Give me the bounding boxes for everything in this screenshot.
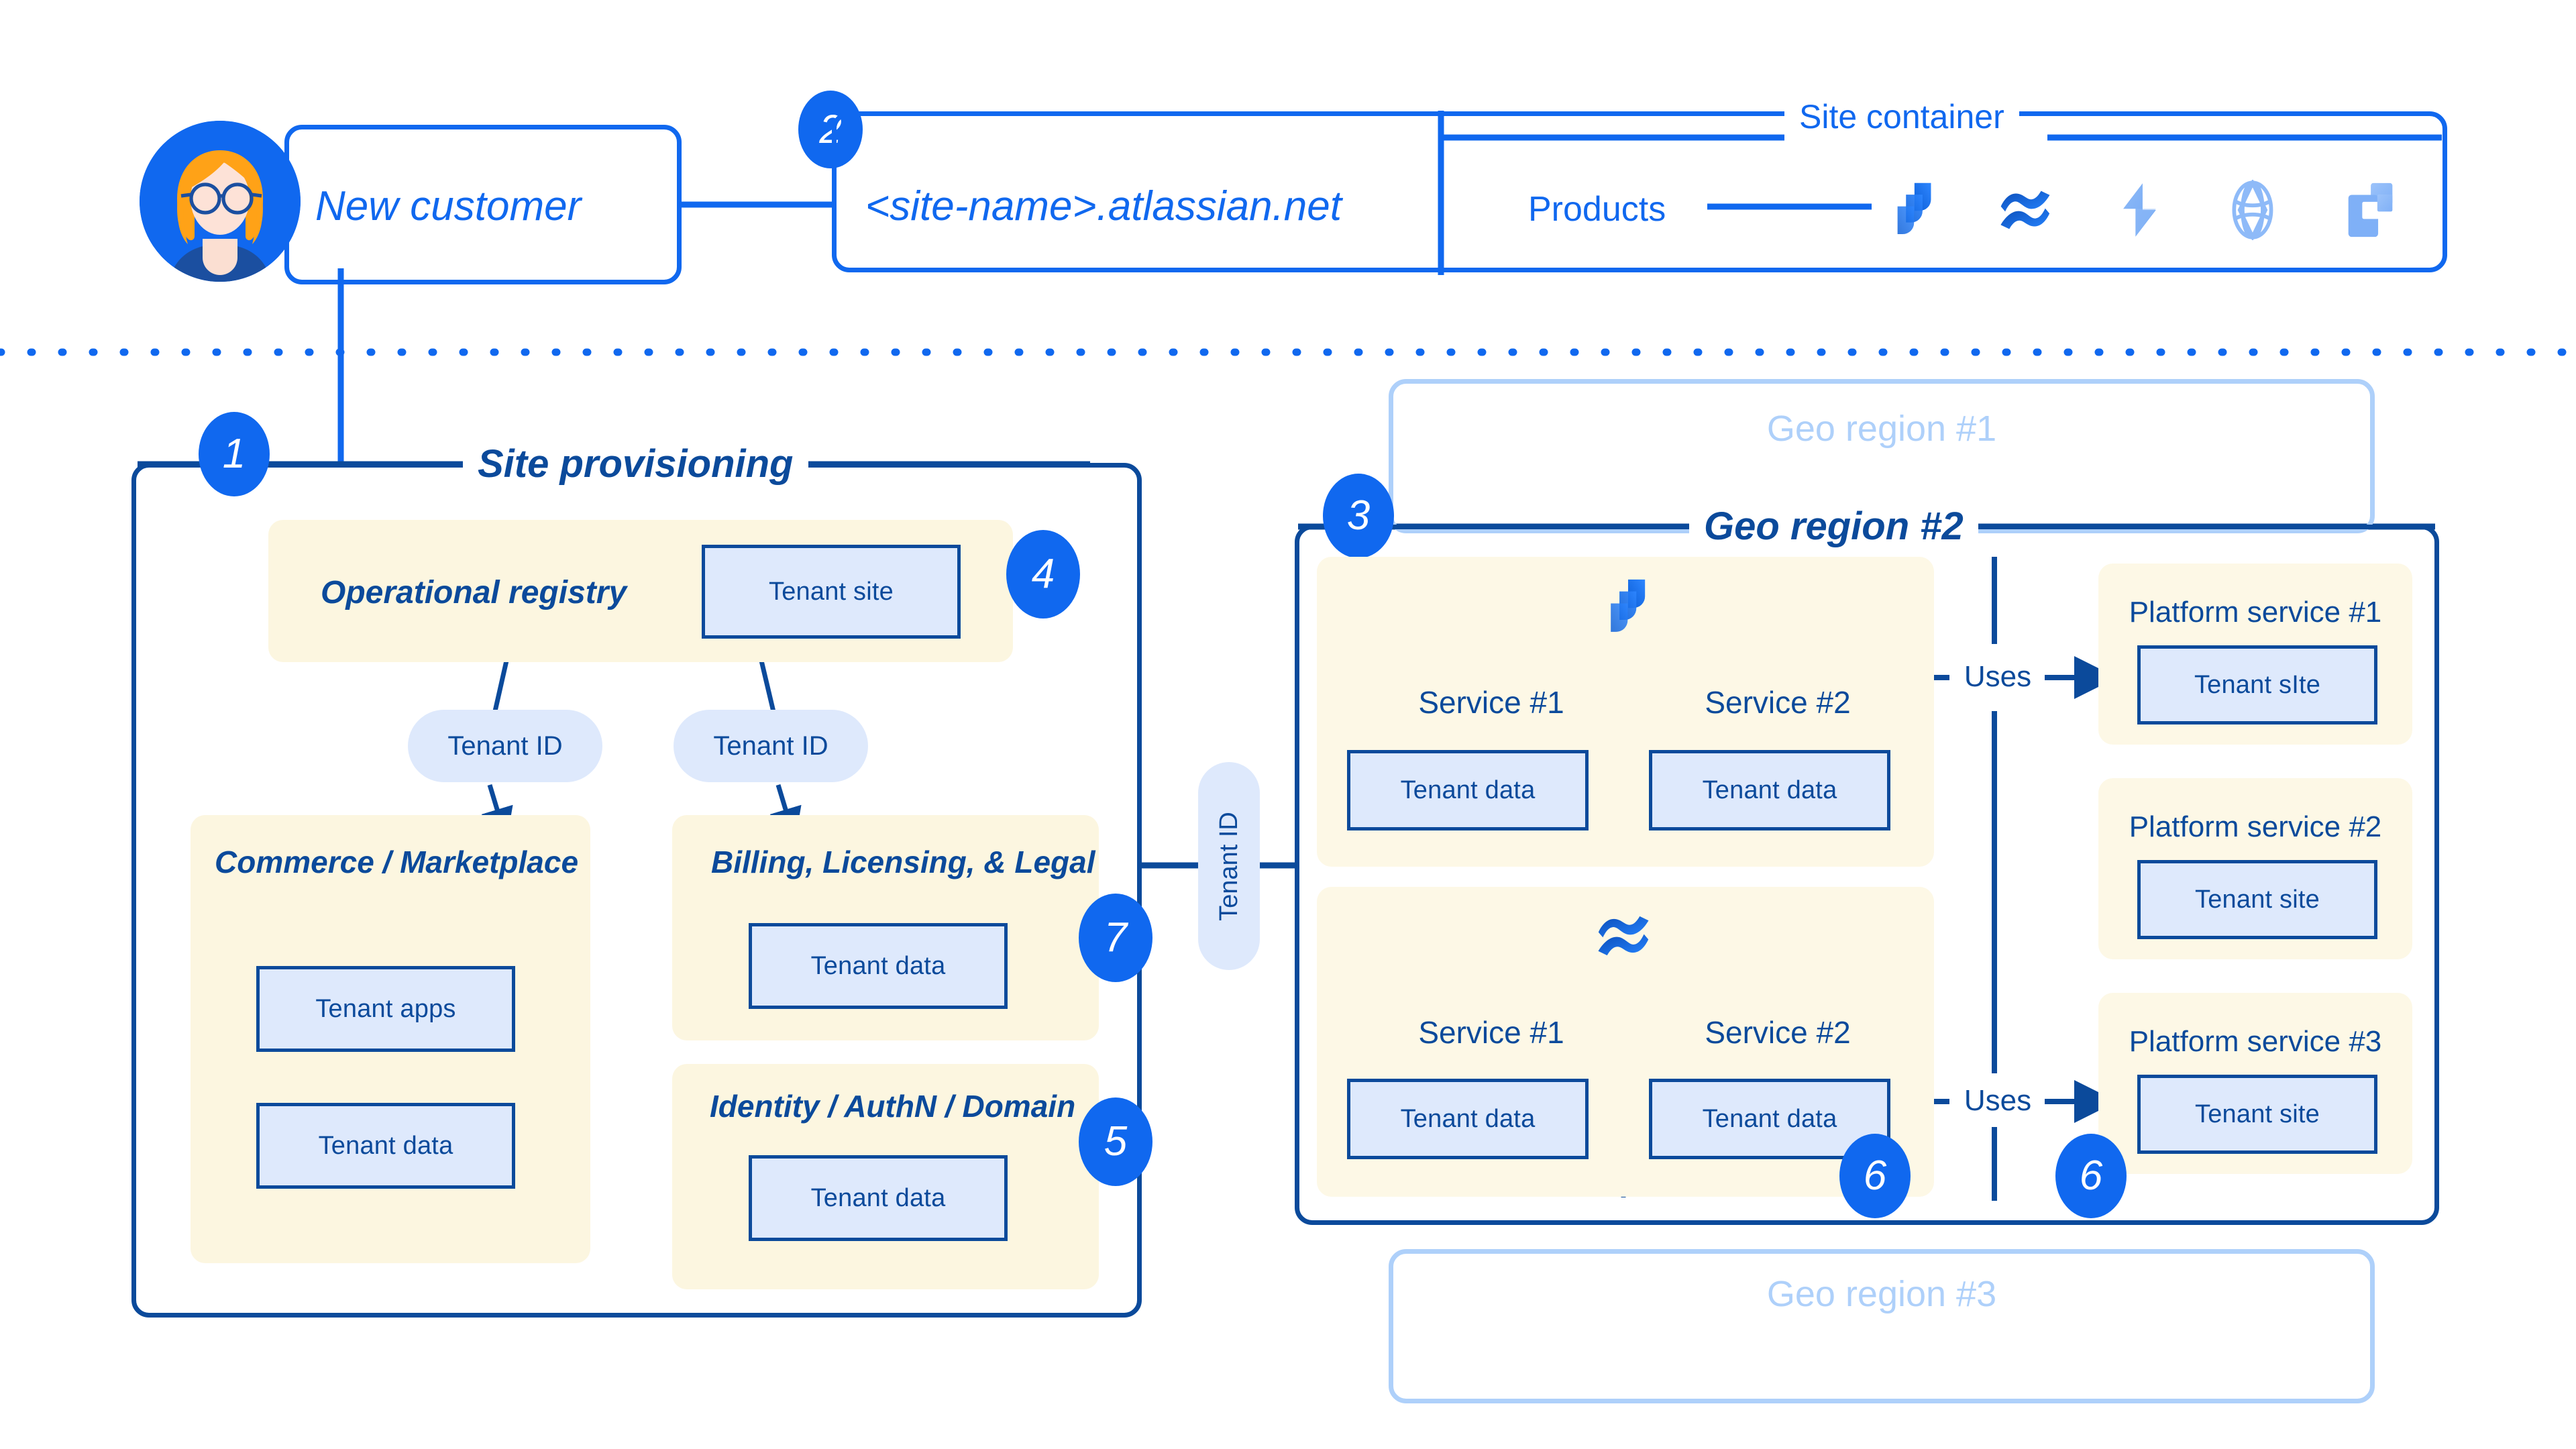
confluence-service-1-tenant-data-box[interactable]: Tenant data (1347, 1079, 1589, 1159)
step-badge-1: 1 (199, 412, 270, 496)
platform-service-3-label: Platform service #3 (2129, 1025, 2382, 1058)
geo-region-3-title: Geo region #3 (1766, 1274, 1997, 1314)
platform-service-2-box[interactable]: Tenant site (2137, 860, 2377, 939)
new-customer-label: New customer (315, 183, 582, 229)
site-container-title: Site container (1784, 100, 2019, 133)
new-customer-box[interactable] (284, 125, 682, 284)
step-badge-6-left: 6 (1839, 1134, 1911, 1218)
product-icon-row (1885, 173, 2395, 247)
billing-tenant-data-box[interactable]: Tenant data (749, 923, 1008, 1009)
geo-region-1-title: Geo region #1 (1766, 409, 1997, 449)
platform-service-2-label: Platform service #2 (2129, 810, 2382, 843)
site-container-box[interactable] (832, 111, 2447, 272)
jira-service-management-icon[interactable] (2117, 181, 2161, 239)
operational-registry-tenant-site-box[interactable]: Tenant site (702, 545, 961, 639)
trello-squares-icon[interactable] (2344, 180, 2395, 239)
jira-service-1-tenant-data-box[interactable]: Tenant data (1347, 750, 1589, 830)
operational-registry-label: Operational registry (321, 575, 627, 610)
billing-licensing-legal-label: Billing, Licensing, & Legal (711, 845, 1095, 879)
step-badge-6-right: 6 (2055, 1134, 2127, 1218)
confluence-icon[interactable] (1998, 184, 2053, 236)
step-badge-4: 4 (1006, 530, 1080, 619)
commerce-tenant-apps-box[interactable]: Tenant apps (256, 966, 515, 1052)
jira-service-2-label: Service #2 (1705, 685, 1851, 720)
confluence-icon (1598, 916, 1649, 956)
site-provisioning-title: Site provisioning (463, 445, 808, 484)
product-group-confluence-icon-wrap (1595, 910, 1656, 965)
identity-authn-domain-label: Identity / AuthN / Domain (710, 1089, 1076, 1124)
tenant-id-bridge-pill: Tenant ID (1198, 762, 1260, 970)
user-avatar-icon (140, 121, 301, 282)
geo-region-3-box (1389, 1249, 2375, 1403)
site-name-label: <site-name>.atlassian.net (865, 183, 1342, 229)
platform-service-3-box[interactable]: Tenant site (2137, 1075, 2377, 1154)
products-label: Products (1528, 190, 1666, 229)
jira-icon[interactable] (1885, 181, 1933, 239)
commerce-tenant-data-box[interactable]: Tenant data (256, 1103, 515, 1189)
step-badge-7: 7 (1079, 894, 1152, 982)
geo-region-2-title: Geo region #2 (1689, 507, 1978, 546)
uses-label-bottom: Uses (1964, 1084, 2032, 1117)
avatar (140, 121, 301, 282)
platform-service-1-label: Platform service #1 (2129, 596, 2382, 629)
confluence-service-1-label: Service #1 (1418, 1015, 1564, 1050)
product-group-jira-icon-wrap (1598, 578, 1652, 640)
tenant-id-pill-right: Tenant ID (674, 710, 868, 782)
platform-service-1-box[interactable]: Tenant sIte (2137, 645, 2377, 724)
jira-service-2-tenant-data-box[interactable]: Tenant data (1649, 750, 1890, 830)
atlas-compass-icon[interactable] (2226, 180, 2279, 240)
identity-tenant-data-box[interactable]: Tenant data (749, 1155, 1008, 1241)
tenant-id-bridge-label: Tenant ID (1214, 811, 1243, 921)
uses-label-top: Uses (1964, 660, 2032, 693)
commerce-marketplace-label: Commerce / Marketplace (215, 845, 579, 879)
step-badge-3: 3 (1323, 474, 1394, 558)
tenant-id-pill-left: Tenant ID (408, 710, 602, 782)
step-badge-5: 5 (1079, 1097, 1152, 1186)
jira-service-1-label: Service #1 (1418, 685, 1564, 720)
jira-icon (1611, 579, 1646, 632)
confluence-service-2-label: Service #2 (1705, 1015, 1851, 1050)
